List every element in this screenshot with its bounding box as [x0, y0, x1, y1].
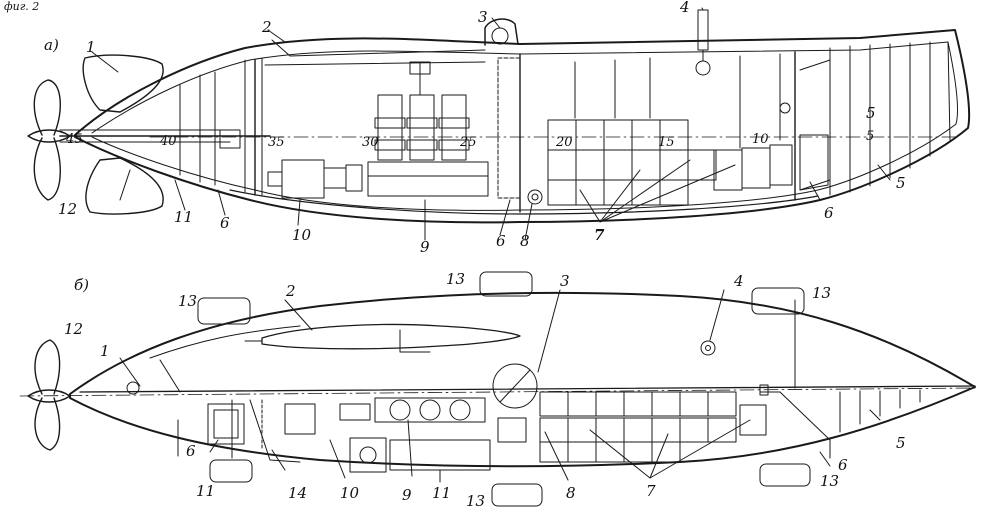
view-a-forward-tank — [799, 134, 829, 191]
view-a-periscope-base — [695, 60, 711, 76]
view-b-part-13c: 13 — [812, 284, 831, 302]
view-a-stern-frames — [179, 57, 263, 196]
view-a-scale-10: 10 — [752, 132, 769, 147]
view-b-engine — [374, 397, 486, 423]
view-b-label: б) — [74, 276, 89, 294]
view-b-part-11a: 11 — [196, 482, 215, 500]
view-a-periscope — [697, 9, 709, 51]
view-a-leader-7 — [579, 159, 736, 223]
view-a-scale-20: 20 — [555, 135, 573, 150]
view-a-electric-motor — [281, 159, 325, 199]
view-a-propeller — [27, 79, 71, 201]
view-b-part-13e: 13 — [466, 492, 485, 509]
view-b-part-10: 10 — [340, 484, 360, 502]
view-b-hydroplane-6 — [209, 459, 253, 483]
header-text: фиг. 2 — [4, 0, 39, 13]
view-a-part-5b: 5 — [896, 174, 906, 192]
view-a-hatch-circle — [491, 27, 509, 45]
view-a-scale-45: 45 — [65, 132, 83, 147]
view-b-part-3: 3 — [560, 272, 570, 290]
view-a-part-3: 3 — [478, 8, 488, 26]
view-b-part-13b: 13 — [446, 270, 465, 288]
view-b-hydroplane-5 — [491, 483, 543, 507]
view-a-battery-cells — [547, 119, 793, 206]
view-a-engine — [367, 61, 489, 197]
view-a-piping — [497, 53, 781, 199]
view-a-scale-30: 30 — [362, 135, 379, 150]
view-a-conning-tower — [484, 18, 519, 46]
view-a-lower-stern-plane — [85, 157, 164, 215]
view-b-plan-view: б) — [19, 270, 976, 509]
view-a-part-5a: 5 — [866, 104, 876, 122]
view-a-part-10: 10 — [292, 226, 312, 244]
view-b-part-11b: 11 — [432, 484, 451, 502]
view-a-scale-15: 15 — [658, 135, 675, 150]
view-b-hydroplane-3 — [751, 287, 805, 315]
view-b-part-6b: 6 — [838, 456, 848, 474]
view-b-hatch — [492, 363, 538, 409]
view-a-part-6b: 6 — [496, 232, 506, 250]
view-b-part-6a: 6 — [186, 442, 196, 460]
view-b-hydroplane-2 — [479, 271, 533, 297]
view-b-hydroplane-1 — [197, 297, 251, 325]
view-b-torpedo — [261, 323, 521, 350]
view-a-hull-outline — [74, 29, 971, 224]
view-b-part-8: 8 — [566, 484, 576, 502]
view-a-part-1: 1 — [86, 38, 96, 56]
view-b-battery-cells — [497, 391, 767, 463]
view-a-part-7: 7 — [594, 226, 605, 244]
view-a-part-4: 4 — [679, 0, 690, 16]
view-b-bow-frames — [839, 389, 921, 433]
view-a-scale-5: 5 — [866, 129, 874, 144]
view-b-part-5: 5 — [896, 434, 906, 452]
view-b-part-14: 14 — [288, 484, 307, 502]
view-b-propeller — [27, 339, 71, 451]
view-a-scale-25: 25 — [459, 135, 477, 150]
view-b-centerline — [19, 387, 976, 397]
view-b-part-2: 2 — [285, 282, 296, 300]
view-a-keel — [229, 189, 819, 215]
view-a-bow-frames — [799, 41, 951, 196]
view-b-part-9: 9 — [402, 486, 412, 504]
view-b-hull-outline — [69, 291, 976, 468]
view-a-upper-stern-plane — [82, 54, 164, 113]
view-a-longitudinal-section: а) — [27, 0, 971, 256]
view-a-part-2: 2 — [261, 18, 272, 36]
view-b-part-13a: 13 — [178, 292, 197, 310]
view-b-part-4: 4 — [733, 272, 744, 290]
view-a-part-8: 8 — [520, 232, 530, 250]
view-b-part-1: 1 — [100, 342, 110, 360]
view-b-periscope — [700, 340, 716, 356]
view-a-pump — [527, 189, 543, 205]
view-a-part-12: 12 — [58, 200, 77, 218]
view-a-inner-hull — [91, 41, 959, 211]
view-b-part-12: 12 — [64, 320, 83, 338]
view-a-part-11: 11 — [174, 208, 193, 226]
view-b-part-13d: 13 — [820, 472, 839, 490]
view-b-part-7: 7 — [646, 482, 656, 500]
view-b-hydroplane-4 — [759, 463, 811, 487]
view-a-scale-40: 40 — [159, 134, 177, 149]
view-b-lower-half-equipment — [177, 384, 831, 473]
view-a-part-6c: 6 — [824, 204, 834, 222]
view-a-part-9: 9 — [420, 238, 430, 256]
view-a-scale-35: 35 — [268, 135, 285, 150]
view-a-exhaust-pipe — [264, 39, 486, 66]
view-a-label: а) — [44, 36, 59, 54]
view-a-part-6a: 6 — [220, 214, 230, 232]
view-b-leader-7 — [589, 419, 751, 479]
